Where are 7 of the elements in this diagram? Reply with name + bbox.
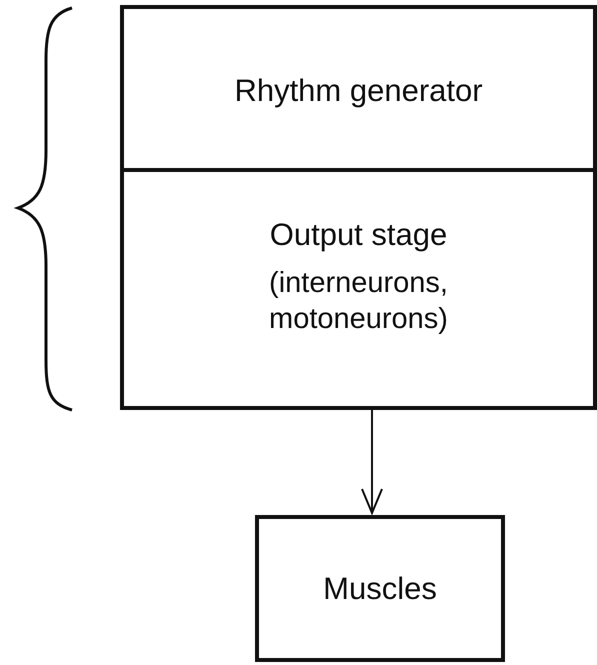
- box-title: Output stage: [270, 216, 448, 254]
- box-title: Rhythm generator: [234, 72, 483, 110]
- box-title: Muscles: [323, 570, 437, 608]
- arrow: [361, 410, 383, 516]
- process-box: [255, 515, 505, 662]
- box-subtitle: (interneurons, motoneurons): [268, 266, 449, 338]
- process-box: [120, 168, 597, 410]
